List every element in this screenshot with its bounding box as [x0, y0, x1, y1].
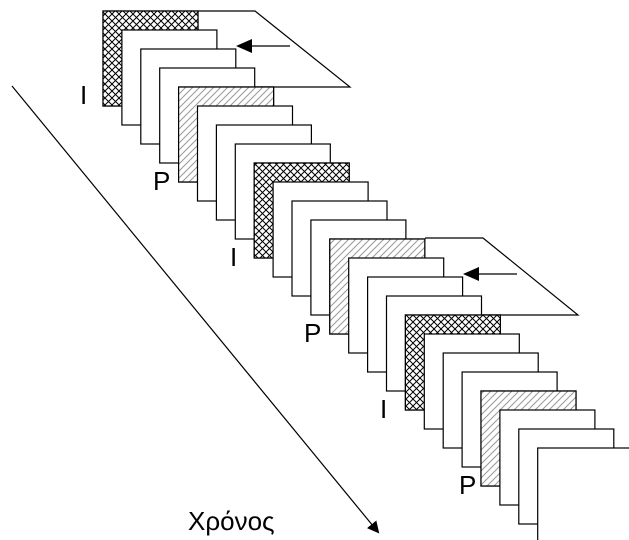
prediction-arrow-2	[425, 237, 580, 316]
frame-labels: I P I P I P	[80, 80, 476, 500]
time-axis-label: Χρόνος	[188, 506, 275, 536]
frame-label-i-3: I	[380, 394, 387, 424]
frame-label-i-1: I	[80, 80, 87, 110]
time-axis-arrow	[11, 85, 380, 534]
frame-label-p-3: P	[459, 470, 476, 500]
frame-b-18	[537, 447, 629, 540]
frame-label-p-1: P	[153, 166, 170, 196]
frame-label-p-2: P	[304, 318, 321, 348]
frame-stack	[102, 10, 629, 540]
frame-label-i-2: I	[230, 242, 237, 272]
